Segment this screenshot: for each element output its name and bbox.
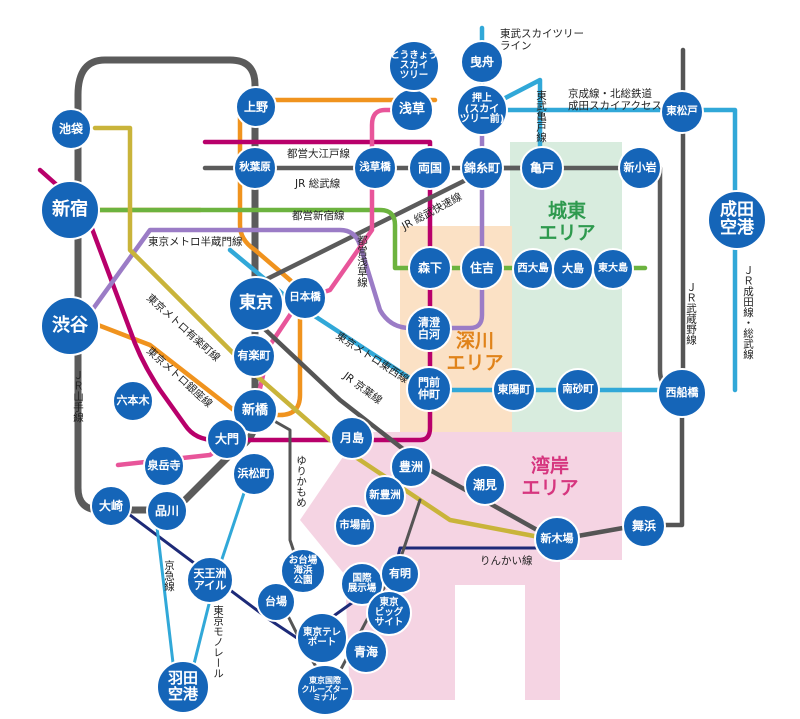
yurikamome-label: ゆりかもめ (295, 455, 307, 508)
station-daiba[interactable]: 台場 (256, 582, 296, 622)
station-daimon[interactable]: 大門 (206, 418, 248, 460)
station-akihabara[interactable]: 秋葉原 (233, 146, 277, 190)
tobu-kameido-label: 東武亀戸線 (535, 90, 547, 143)
monorail-line-label: 東京モノレール (212, 605, 224, 679)
station-roppongi[interactable]: 六本木 (112, 380, 154, 422)
station-maihama[interactable]: 舞浜 (622, 504, 666, 548)
keisei-line-label: 京成線・北総鉄道 成田スカイアクセス線 (568, 88, 673, 112)
station-asakusabashi[interactable]: 浅草橋 (353, 146, 397, 190)
station-teleport[interactable]: 東京テレ ポート (296, 612, 348, 664)
station-oshiage[interactable]: 押上 (スカイ ツリー前) (456, 84, 508, 136)
station-tsukishima[interactable]: 月島 (330, 416, 374, 460)
station-shinkoiwa[interactable]: 新小岩 (618, 146, 662, 190)
station-morishita[interactable]: 森下 (408, 246, 452, 290)
station-hamamatsucho[interactable]: 浜松町 (232, 452, 276, 496)
oedo-line (37, 139, 433, 443)
station-tennozu[interactable]: 天王洲 アイル (186, 556, 234, 604)
station-shiomi[interactable]: 潮見 (464, 464, 506, 506)
station-sumiyoshi[interactable]: 住吉 (460, 246, 504, 290)
area-joto-label: 城東 エリア (538, 200, 596, 244)
station-higashimatsudo[interactable]: 東松戸 (660, 90, 704, 134)
station-nihonbashi[interactable]: 日本橋 (283, 276, 327, 320)
yamanote-line-label: ＪＲ山手線 (72, 370, 84, 423)
shinjuku-line-label: 都営新宿線 (292, 210, 345, 222)
hanzomon-line-label: 東京メトロ半蔵門線 (148, 236, 243, 248)
asakusa-line-label: 都営浅草線 (356, 235, 368, 288)
station-ariake[interactable]: 有明 (380, 554, 420, 594)
narita-sobu-label: ＪＲ成田線・総武線 (742, 265, 754, 360)
sobu-line-label: JR 総武線 (295, 178, 341, 190)
station-shinkiba[interactable]: 新木場 (534, 516, 580, 562)
station-toyocho[interactable]: 東陽町 (492, 368, 536, 412)
station-sengakuji[interactable]: 泉岳寺 (143, 445, 185, 487)
station-ojima[interactable]: 大島 (552, 248, 594, 290)
station-shijomae[interactable]: 市場前 (334, 505, 376, 547)
station-shibuya[interactable]: 渋谷 (40, 296, 100, 356)
station-ueno[interactable]: 上野 (235, 86, 277, 128)
shinjuku-line (82, 207, 648, 271)
rinkai-line-label: りんかい線 (480, 555, 533, 567)
station-hikifune[interactable]: 曳舟 (460, 40, 504, 84)
station-minamisunamachi[interactable]: 南砂町 (556, 368, 600, 412)
station-shinjuku[interactable]: 新宿 (40, 180, 100, 240)
station-narihirabashi[interactable]: とうきょう スカイ ツリー (388, 40, 440, 92)
station-cruise[interactable]: 東京国際 クルーズターミナル (296, 664, 354, 716)
station-tokyo[interactable]: 東京 (228, 276, 284, 332)
station-higashiojima[interactable]: 東大島 (592, 248, 634, 290)
station-ryogoku[interactable]: 両国 (408, 146, 452, 190)
station-osaki[interactable]: 大崎 (90, 485, 132, 527)
station-narita[interactable]: 成田 空港 (707, 190, 767, 250)
musashino-line-label: ＪＲ武蔵野線 (685, 282, 697, 345)
hanzomon-line (82, 107, 485, 331)
station-shinagawa[interactable]: 品川 (146, 490, 188, 532)
station-bigsight[interactable]: 東京 ビッグ サイト (366, 590, 412, 636)
station-nishifunabashi[interactable]: 西船橋 (657, 368, 707, 418)
keikyu-line-label: 京急線 (163, 560, 175, 592)
tobu-line-label: 東武スカイツリー ライン (500, 28, 584, 52)
oedo-line-label: 都営大江戸線 (287, 148, 350, 160)
station-aomi[interactable]: 青海 (344, 630, 388, 674)
station-monzen[interactable]: 門前 仲町 (406, 366, 452, 412)
station-asakusa[interactable]: 浅草 (390, 88, 434, 132)
station-yurakucho[interactable]: 有楽町 (232, 334, 276, 378)
area-wangan-label: 湾岸 エリア (521, 455, 579, 499)
station-kameido[interactable]: 亀戸 (520, 146, 564, 190)
station-haneda[interactable]: 羽田 空港 (156, 660, 210, 714)
station-nishiojima[interactable]: 西大島 (512, 248, 554, 290)
tozai-line (227, 247, 685, 393)
station-shintoyosu[interactable]: 新豊洲 (364, 475, 406, 517)
station-kinshicho[interactable]: 錦糸町 (460, 146, 504, 190)
station-ikebukuro[interactable]: 池袋 (50, 108, 92, 150)
area-fukagawa-label: 深川 エリア (446, 330, 504, 374)
station-kiyosumi[interactable]: 清澄 白河 (406, 306, 452, 352)
